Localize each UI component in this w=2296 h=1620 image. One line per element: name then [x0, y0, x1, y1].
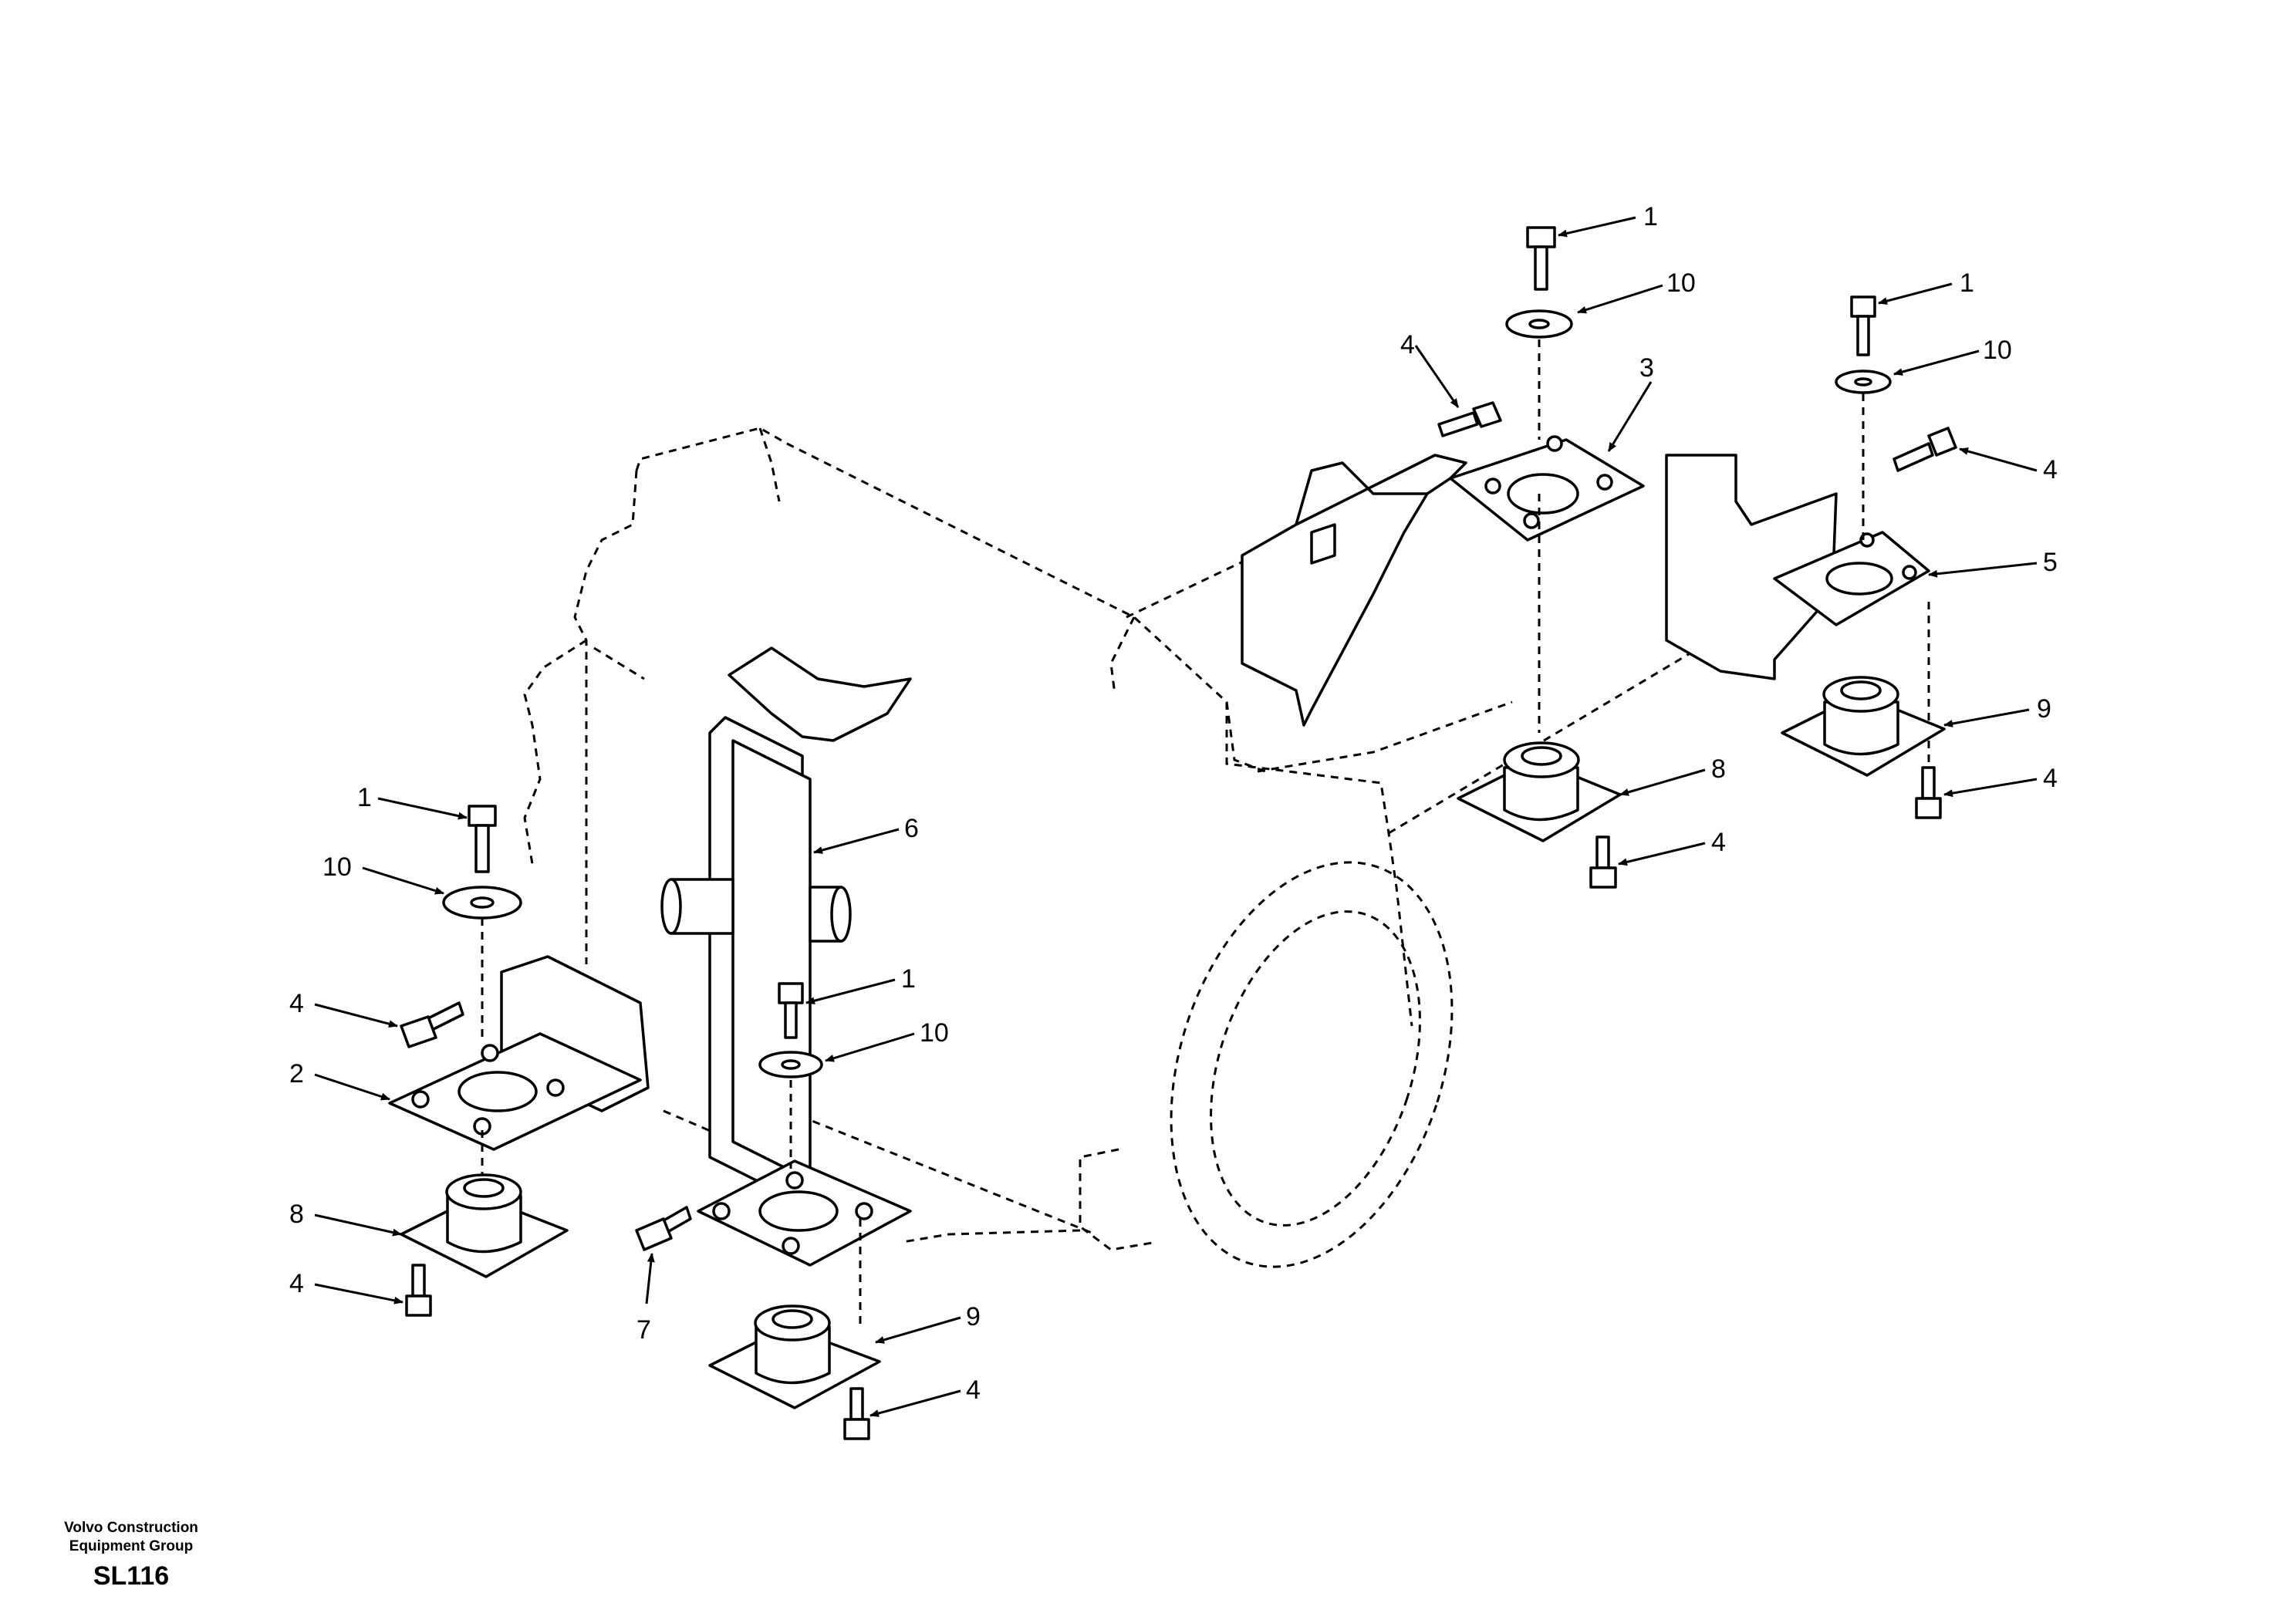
leader-line	[1619, 768, 1706, 796]
callouts: 1 10 4 3 1 10 4 5 9 4 8 4 6	[289, 202, 2058, 1417]
callout-10: 10	[322, 852, 352, 882]
leader-line	[1893, 349, 1980, 376]
leader-line	[1943, 708, 2030, 727]
callout-7: 7	[636, 1315, 651, 1345]
bolt-4-bracket3	[1437, 401, 1502, 437]
bolt-1-top	[1526, 226, 1556, 291]
callout-8: 8	[289, 1200, 304, 1229]
leader-line	[813, 828, 900, 854]
leader-line	[1928, 562, 2038, 578]
callout-4: 4	[2043, 455, 2058, 484]
footer-company-line1: Volvo Construction	[64, 1520, 198, 1536]
callout-2: 2	[289, 1059, 304, 1088]
callout-9: 9	[2037, 694, 2051, 724]
footer-company-line2: Equipment Group	[69, 1538, 194, 1554]
bracket-2	[388, 955, 650, 1151]
callout-1: 1	[357, 783, 372, 812]
callout-10: 10	[1983, 336, 2012, 365]
bolt-4-left	[400, 1001, 464, 1048]
leader-line	[362, 866, 444, 895]
bolt-1-left	[468, 805, 497, 873]
bracket-6	[660, 646, 912, 1267]
bolt-1-center	[778, 982, 804, 1039]
bracket-3	[1241, 435, 1645, 727]
bolt-4-mount9-center	[843, 1387, 870, 1440]
callout-1: 1	[1960, 268, 1974, 298]
bolt-4-mount8-right	[1589, 835, 1617, 889]
mount-9-center	[708, 1304, 881, 1409]
callout-4: 4	[966, 1375, 981, 1405]
washer-10-center	[758, 1051, 823, 1078]
callout-4: 4	[289, 1269, 304, 1298]
leader-line	[314, 1283, 403, 1304]
leader-line	[1959, 447, 2038, 472]
leader-line	[645, 1253, 655, 1304]
bolt-4-mount8-left	[405, 1264, 432, 1317]
callout-9: 9	[966, 1302, 981, 1331]
leader-line	[869, 1389, 961, 1417]
washer-10-left	[442, 886, 522, 920]
leader-line	[314, 1003, 398, 1028]
diagram-code: SL116	[93, 1561, 170, 1591]
mount-8-right	[1457, 741, 1622, 842]
callout-4: 4	[289, 989, 304, 1018]
mount-9-right	[1781, 676, 1946, 777]
washer-10-top	[1505, 309, 1573, 339]
leader-line	[805, 978, 896, 1005]
leader-line	[314, 1073, 390, 1101]
washer-10-right	[1835, 370, 1892, 394]
bolt-4-mount9-right	[1915, 766, 1942, 819]
leader-line	[377, 797, 468, 820]
leader-line	[1943, 778, 2038, 798]
callout-6: 6	[904, 814, 919, 843]
callout-10: 10	[1666, 268, 1696, 298]
leader-line	[1558, 216, 1636, 238]
callout-8: 8	[1711, 754, 1726, 784]
leader-line	[1618, 842, 1706, 866]
bolt-4-bracket5	[1893, 427, 1957, 472]
callout-1: 1	[901, 964, 916, 994]
bolt-7	[635, 1206, 692, 1251]
callout-4: 4	[1400, 330, 1415, 359]
callout-3: 3	[1639, 353, 1654, 383]
leader-line	[825, 1032, 915, 1062]
leader-line	[875, 1316, 961, 1344]
callout-4: 4	[2043, 764, 2058, 793]
mount-8-left	[400, 1173, 569, 1278]
callout-10: 10	[920, 1018, 949, 1048]
callout-1: 1	[1643, 202, 1658, 231]
leader-line	[1607, 381, 1653, 452]
leader-line	[1414, 345, 1460, 408]
callout-4: 4	[1711, 828, 1726, 857]
leader-line	[314, 1213, 402, 1237]
leader-line	[1577, 284, 1663, 314]
callout-5: 5	[2043, 548, 2058, 577]
bolt-1-right	[1850, 295, 1876, 356]
leader-line	[1878, 282, 1953, 305]
bracket-5	[1665, 454, 1930, 680]
